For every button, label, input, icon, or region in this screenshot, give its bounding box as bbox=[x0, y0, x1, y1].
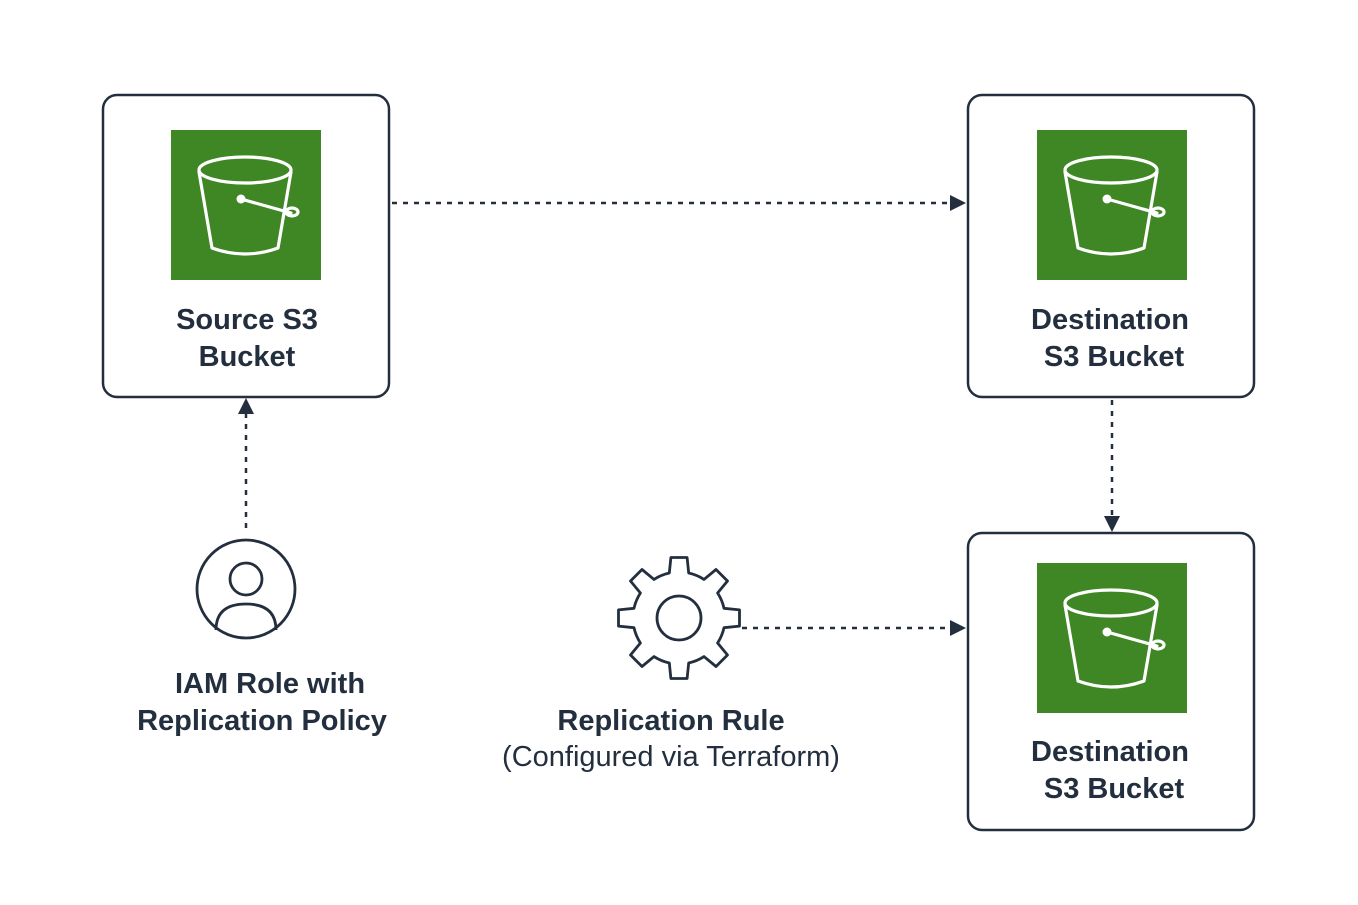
iam-role-label-line2: Replication Policy bbox=[137, 705, 387, 737]
edge-source-to-destination bbox=[392, 195, 966, 211]
edge-destination-to-destination bbox=[1104, 400, 1120, 532]
replication-rule-label-line1: Replication Rule bbox=[557, 705, 784, 737]
user-icon bbox=[195, 538, 297, 640]
edge-iam-role-to-source bbox=[238, 398, 254, 528]
gear-icon bbox=[617, 556, 741, 680]
destination-bucket-bottom-node[interactable]: Destination S3 Bucket bbox=[966, 531, 1256, 832]
destination-bucket-top-label-line2: S3 Bucket bbox=[1044, 341, 1185, 373]
iam-role-label-line1: IAM Role with bbox=[175, 668, 365, 700]
destination-bucket-top-node[interactable]: Destination S3 Bucket bbox=[966, 93, 1256, 399]
destination-bucket-bottom-label-line2: S3 Bucket bbox=[1044, 773, 1185, 805]
edge-rule-to-destination bbox=[742, 620, 966, 636]
replication-rule-label-line2: (Configured via Terraform) bbox=[502, 741, 840, 773]
s3-bucket-icon bbox=[1035, 128, 1189, 282]
destination-bucket-bottom-label-line1: Destination bbox=[1031, 736, 1189, 768]
iam-role-node[interactable]: IAM Role with Replication Policy bbox=[137, 538, 387, 737]
s3-bucket-icon bbox=[169, 128, 323, 282]
source-bucket-label-line2: Bucket bbox=[199, 341, 296, 373]
replication-rule-node[interactable]: Replication Rule (Configured via Terrafo… bbox=[502, 556, 840, 774]
source-bucket-node[interactable]: Source S3 Bucket bbox=[101, 93, 391, 399]
destination-bucket-top-label-line1: Destination bbox=[1031, 304, 1189, 336]
source-bucket-label-line1: Source S3 bbox=[176, 304, 318, 336]
s3-bucket-icon bbox=[1035, 561, 1189, 715]
